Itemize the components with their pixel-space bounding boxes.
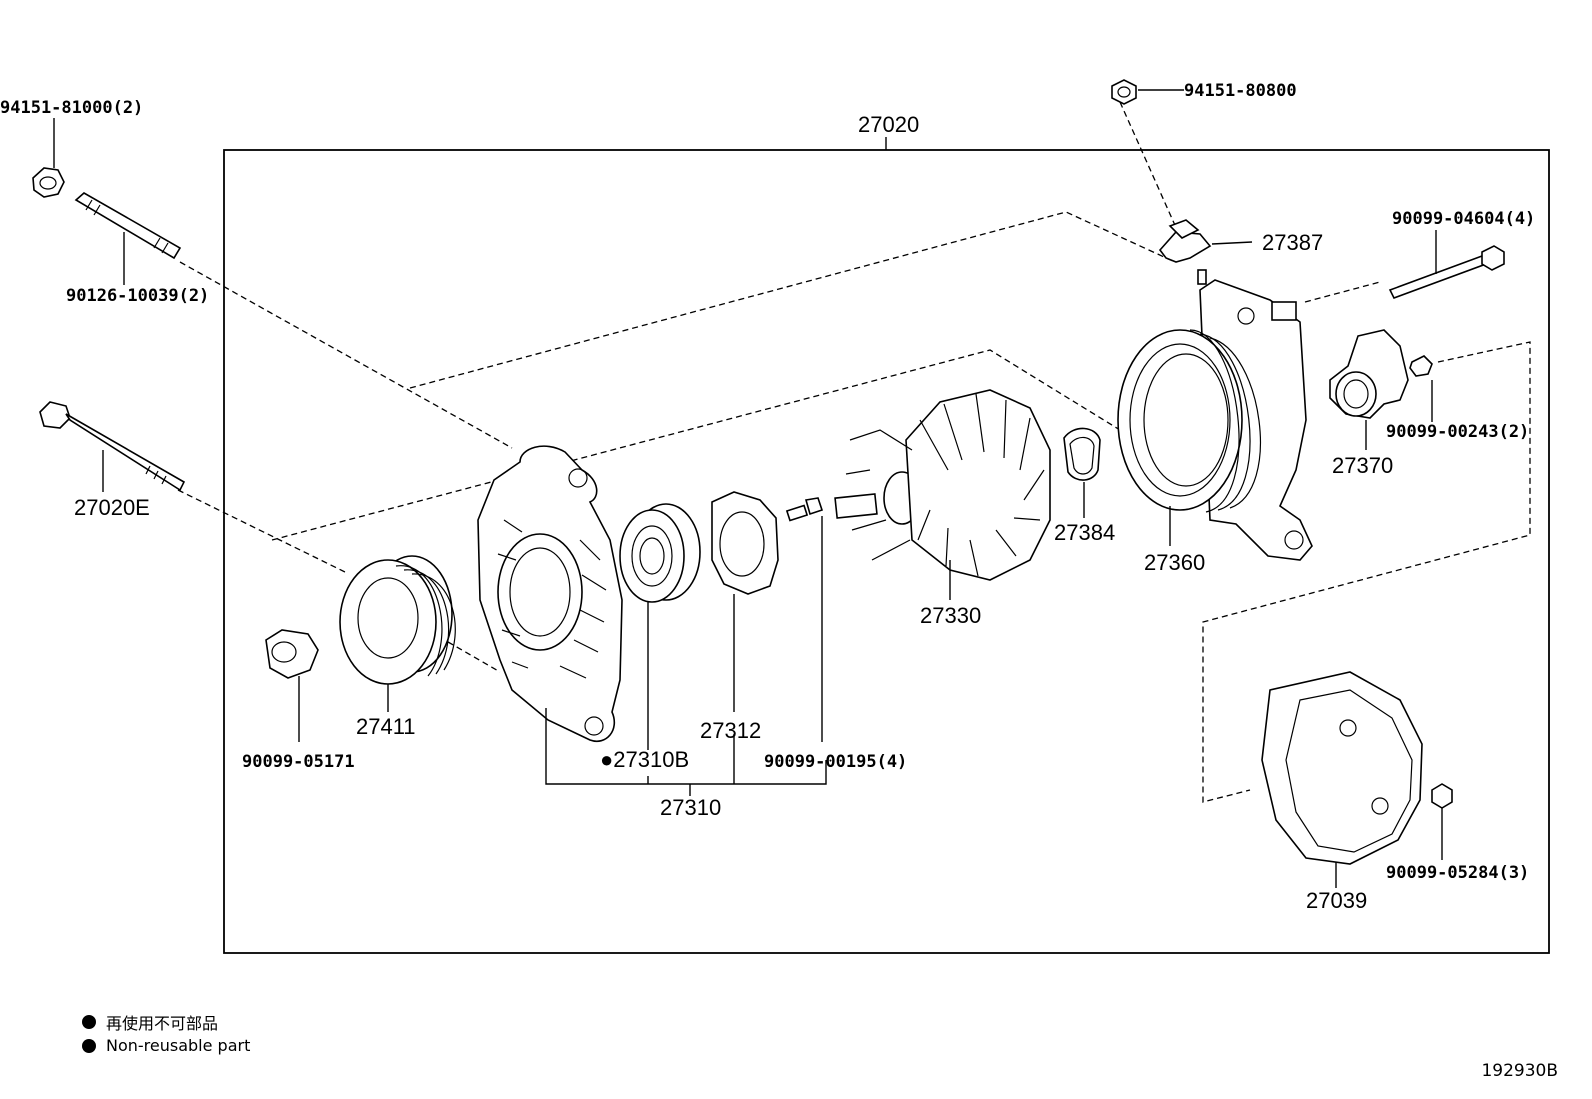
callout-90099-00243: 90099-00243(2) bbox=[1386, 422, 1529, 442]
callout-27039: 27039 bbox=[1306, 888, 1367, 913]
callout-27020: 27020 bbox=[858, 112, 919, 137]
callout-27384: 27384 bbox=[1054, 520, 1115, 545]
bullet-icon bbox=[82, 1038, 96, 1053]
screw-90099-00243 bbox=[1409, 355, 1433, 377]
rotor-27330 bbox=[834, 389, 1051, 581]
through-bolt-27020E bbox=[39, 401, 186, 492]
legend-japanese-text: 再使用不可部品 bbox=[106, 1014, 219, 1033]
insulator-27384 bbox=[1063, 427, 1101, 481]
screw-90099-00195 bbox=[785, 497, 824, 522]
bullet-icon bbox=[82, 1015, 96, 1029]
bearing-27310B bbox=[619, 503, 701, 603]
callout-90099-00195: 90099-00195(4) bbox=[764, 752, 907, 772]
callout-27330: 27330 bbox=[920, 603, 981, 628]
stator-housing-27360 bbox=[1117, 269, 1313, 561]
pulley-nut-90099-05171 bbox=[265, 629, 319, 679]
terminal-insulator-27387 bbox=[1158, 219, 1212, 263]
diagram-reference-code: 192930B bbox=[1481, 1061, 1558, 1081]
retainer-plate-27312 bbox=[711, 491, 779, 595]
callout-27310: 27310 bbox=[660, 795, 721, 820]
legend-english-text: Non-reusable part bbox=[106, 1036, 251, 1055]
callout-27310B: ●27310B bbox=[600, 747, 689, 772]
regulator-27370 bbox=[1329, 329, 1409, 419]
callout-90099-05171: 90099-05171 bbox=[242, 752, 355, 772]
callout-90099-05284: 90099-05284(3) bbox=[1386, 863, 1529, 883]
drive-end-frame-27310 bbox=[477, 445, 623, 743]
callout-94151-81000: 94151-81000(2) bbox=[0, 98, 143, 118]
callout-90099-04604: 90099-04604(4) bbox=[1392, 209, 1535, 229]
callout-27020E: 27020E bbox=[74, 495, 150, 520]
legend-english: Non-reusable part bbox=[82, 1036, 250, 1055]
assembly-guide-lines bbox=[177, 101, 1531, 803]
callout-27387: 27387 bbox=[1262, 230, 1323, 255]
nut-94151-81000 bbox=[32, 167, 65, 198]
rear-cover-27039 bbox=[1261, 671, 1423, 865]
nut-90099-05284 bbox=[1431, 783, 1453, 809]
pulley-27411 bbox=[339, 555, 456, 685]
callout-27360: 27360 bbox=[1144, 550, 1205, 575]
callout-90126-10039: 90126-10039(2) bbox=[66, 286, 209, 306]
part-callouts: 94151-81000(2) 90126-10039(2) 27020E 270… bbox=[0, 81, 1535, 913]
nut-94151-80800 bbox=[1111, 79, 1137, 105]
callout-94151-80800: 94151-80800 bbox=[1184, 81, 1297, 101]
callout-27312: 27312 bbox=[700, 718, 761, 743]
callout-27411: 27411 bbox=[356, 714, 416, 739]
callout-27370: 27370 bbox=[1332, 453, 1393, 478]
stud-bolt-90126-10039 bbox=[74, 192, 182, 260]
legend-japanese: 再使用不可部品 bbox=[82, 1010, 218, 1034]
bolt-90099-04604 bbox=[1388, 245, 1505, 299]
